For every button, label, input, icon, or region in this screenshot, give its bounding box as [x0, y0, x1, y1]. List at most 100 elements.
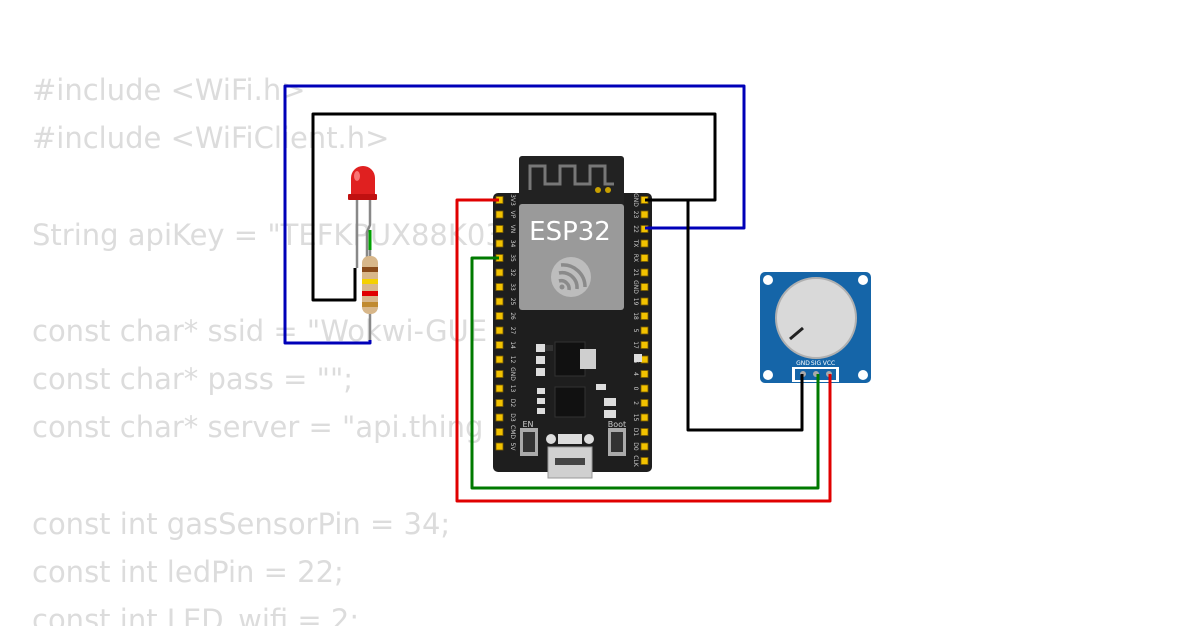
- pin-label: 2: [632, 401, 639, 405]
- pin-21[interactable]: [640, 268, 649, 277]
- pin-19[interactable]: [640, 297, 649, 306]
- pin-label: D2: [509, 399, 516, 408]
- pin-27[interactable]: [495, 326, 504, 335]
- pin-label: 17: [632, 341, 639, 349]
- pin-15[interactable]: [640, 413, 649, 422]
- usb-chip: [554, 386, 586, 418]
- pin-label: CLK: [632, 455, 639, 468]
- code-line: #include <WiFiClient.h>: [32, 121, 390, 156]
- pin-13[interactable]: [495, 384, 504, 393]
- pin-label: CMD: [509, 425, 516, 439]
- antenna-trace: [528, 164, 614, 190]
- pin-23[interactable]: [640, 210, 649, 219]
- pin-vn[interactable]: [495, 225, 504, 233]
- pin-label: 33: [509, 283, 516, 291]
- pin-label: TX: [632, 239, 639, 248]
- pin-label: RX: [632, 254, 639, 262]
- pin-label: 26: [509, 312, 516, 320]
- pin-label: 23: [632, 211, 639, 219]
- micro-usb-port[interactable]: [546, 434, 594, 479]
- wires[interactable]: [283, 84, 832, 503]
- pin-2[interactable]: [640, 399, 649, 407]
- code-line: const int gasSensorPin = 34;: [32, 506, 451, 541]
- en-button-label: EN: [522, 420, 533, 429]
- pin-label: D1: [632, 428, 639, 437]
- pin-label: 32: [509, 269, 516, 277]
- pin-5[interactable]: [640, 326, 649, 335]
- pin-label: 34: [509, 240, 516, 248]
- pin-label: 25: [509, 298, 516, 306]
- pin-label: 14: [509, 341, 516, 349]
- pot-pin-label: GND: [796, 360, 810, 367]
- pin-0[interactable]: [640, 384, 649, 393]
- pin-32[interactable]: [495, 268, 504, 277]
- pot-knob[interactable]: [775, 277, 857, 359]
- code-line: const int LED_wifi = 2;: [32, 603, 360, 626]
- pot-pin-label: VCC: [823, 360, 835, 367]
- esp32-board[interactable]: ESP32 3V3VPVN343532332526271412GND13D2D3…: [493, 156, 652, 479]
- pin-clk[interactable]: [640, 457, 649, 465]
- pin-label: 4: [632, 372, 639, 376]
- en-button[interactable]: [520, 428, 538, 456]
- wire-red-vcc[interactable]: [455, 198, 832, 503]
- pin-34[interactable]: [495, 239, 504, 248]
- pin-5v[interactable]: [495, 442, 504, 451]
- left-pin-header[interactable]: [495, 196, 504, 451]
- pin-label: VP: [509, 211, 516, 219]
- pin-label: 22: [632, 225, 639, 233]
- pot-indicator: [789, 326, 804, 341]
- pin-label: 18: [632, 312, 639, 320]
- pin-vp[interactable]: [495, 210, 504, 219]
- pin-label: 5V: [509, 443, 516, 452]
- pin-label: 3V3: [509, 194, 516, 206]
- wire-green-sig[interactable]: [470, 256, 820, 490]
- pin-26[interactable]: [495, 312, 504, 320]
- red-led[interactable]: [348, 166, 377, 270]
- pin-label: GND: [509, 367, 516, 381]
- wire-blue[interactable]: [283, 84, 746, 345]
- pin-label: 0: [632, 387, 639, 391]
- pin-label: 27: [509, 327, 516, 335]
- pin-4[interactable]: [640, 370, 649, 378]
- pin-16[interactable]: [640, 355, 649, 364]
- board-label: ESP32: [529, 217, 611, 247]
- pin-label: GND: [632, 280, 639, 294]
- pin-12[interactable]: [495, 355, 504, 364]
- pin-tx[interactable]: [640, 239, 649, 248]
- pin-label: 21: [632, 269, 639, 277]
- espressif-logo-icon: [551, 257, 591, 297]
- pin-label: D3: [509, 413, 516, 422]
- code-line: const char* server = "api.thing: [32, 410, 484, 445]
- pin-cmd[interactable]: [495, 428, 504, 436]
- code-line: #include <WiFi.h>: [32, 73, 306, 107]
- pin-14[interactable]: [495, 341, 504, 349]
- pin-label: 12: [509, 356, 516, 364]
- boot-button-label: Boot: [608, 420, 626, 429]
- pin-d1[interactable]: [640, 428, 649, 436]
- right-pin-header[interactable]: [640, 196, 649, 465]
- pin-d3[interactable]: [495, 413, 504, 422]
- boot-button[interactable]: [608, 428, 626, 456]
- wire-black-led[interactable]: [311, 112, 717, 302]
- pin-25[interactable]: [495, 297, 504, 306]
- pin-18[interactable]: [640, 312, 649, 320]
- pin-17[interactable]: [640, 341, 649, 349]
- pin-gnd[interactable]: [495, 370, 504, 378]
- pin-label: D0: [632, 442, 639, 451]
- wire-black-gnd[interactable]: [645, 198, 804, 432]
- pin-label: 19: [632, 298, 639, 306]
- pin-label: 15: [632, 414, 639, 422]
- pin-gnd[interactable]: [640, 283, 649, 291]
- pin-rx[interactable]: [640, 254, 649, 262]
- pin-33[interactable]: [495, 283, 504, 291]
- pin-d0[interactable]: [640, 442, 649, 451]
- pin-d2[interactable]: [495, 399, 504, 407]
- pot-pin-label: SIG: [811, 360, 822, 367]
- code-line: String apiKey = "TEFKPUX88K03: [32, 217, 504, 252]
- pin-label: 35: [509, 254, 516, 262]
- code-line: const char* pass = "";: [32, 362, 354, 397]
